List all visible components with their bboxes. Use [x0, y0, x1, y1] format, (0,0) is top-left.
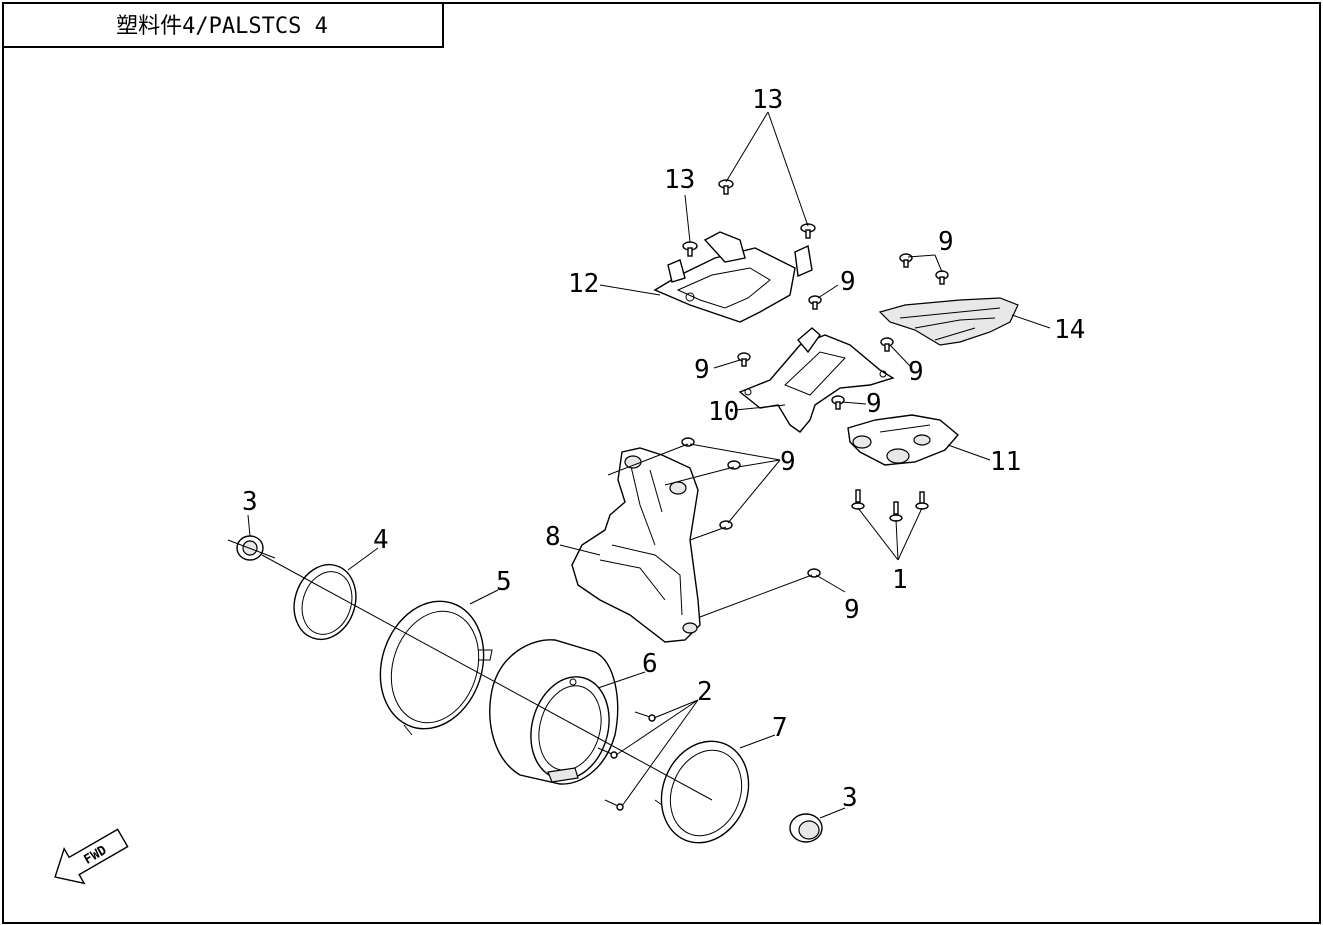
- callout-9-right: 9: [908, 357, 924, 387]
- callout-9-lower: 9: [866, 389, 882, 419]
- callout-6: 6: [642, 649, 658, 679]
- title-block: 塑料件4/PALSTCS 4: [2, 2, 444, 48]
- screw-2c: [604, 799, 624, 811]
- fwd-arrow-icon: FWD: [54, 828, 129, 885]
- screw-9-right: [880, 337, 894, 352]
- screw-9-mid: [808, 295, 822, 310]
- screw-13-right: [800, 223, 816, 239]
- screw-9-top-right: [935, 270, 949, 285]
- screw-9-b2: [727, 460, 741, 470]
- plug-axis-line: [227, 539, 276, 559]
- screw-9-lower: [831, 395, 845, 410]
- callout-labels: 13 13 12 9 9 14 9 9 10 9 11 9 1 9 8 3 4 …: [242, 85, 1085, 813]
- callout-9-bracket: 9: [780, 447, 796, 477]
- callout-13-left: 13: [664, 165, 695, 195]
- screw-9-left: [737, 352, 751, 367]
- callout-9-mid: 9: [840, 267, 856, 297]
- callout-12: 12: [568, 269, 599, 299]
- screw-2a: [634, 711, 656, 722]
- callout-9-top-right: 9: [938, 227, 954, 257]
- screw-13-left: [682, 241, 698, 257]
- page-title: 塑料件4/PALSTCS 4: [116, 14, 328, 39]
- part-5-trim-ring: [379, 600, 493, 736]
- callout-7: 7: [772, 713, 788, 743]
- leader-lines: [247, 111, 1051, 819]
- part-4-lens-ring: [293, 563, 357, 641]
- callout-9-bottom: 9: [844, 595, 860, 625]
- part-14-side-cover: [878, 297, 1019, 346]
- callout-9-left: 9: [694, 355, 710, 385]
- part-7-bezel-ring: [654, 740, 750, 844]
- callout-14: 14: [1054, 315, 1085, 345]
- part-10-center-bracket: [738, 327, 895, 433]
- callout-5: 5: [496, 567, 512, 597]
- screw-9-b3: [719, 520, 733, 530]
- part-12-upper-bracket: [653, 231, 813, 323]
- screw-1c: [915, 491, 929, 510]
- callout-4: 4: [373, 525, 389, 555]
- part-1-screws: [851, 489, 929, 522]
- screw-1a: [851, 489, 865, 510]
- callout-2: 2: [697, 677, 713, 707]
- callout-3-left: 3: [242, 487, 258, 517]
- part-13-screws: [682, 179, 816, 257]
- callout-11: 11: [990, 447, 1021, 477]
- screw-13-top: [718, 179, 734, 195]
- screw-1b: [889, 501, 903, 522]
- part-11-bracket-plate: [847, 414, 959, 466]
- callout-10: 10: [708, 397, 739, 427]
- callout-3-right: 3: [842, 783, 858, 813]
- part-6-headlight-housing: [489, 639, 619, 785]
- screw-9-top-left: [899, 253, 913, 268]
- screw-2b: [597, 747, 618, 759]
- part-8-lower-bracket: [571, 447, 701, 643]
- part-3-plug-right: [789, 813, 823, 843]
- assembly-axis-line: [261, 554, 713, 801]
- callout-8: 8: [545, 522, 561, 552]
- callout-1: 1: [892, 565, 908, 595]
- callout-13-top: 13: [752, 85, 783, 115]
